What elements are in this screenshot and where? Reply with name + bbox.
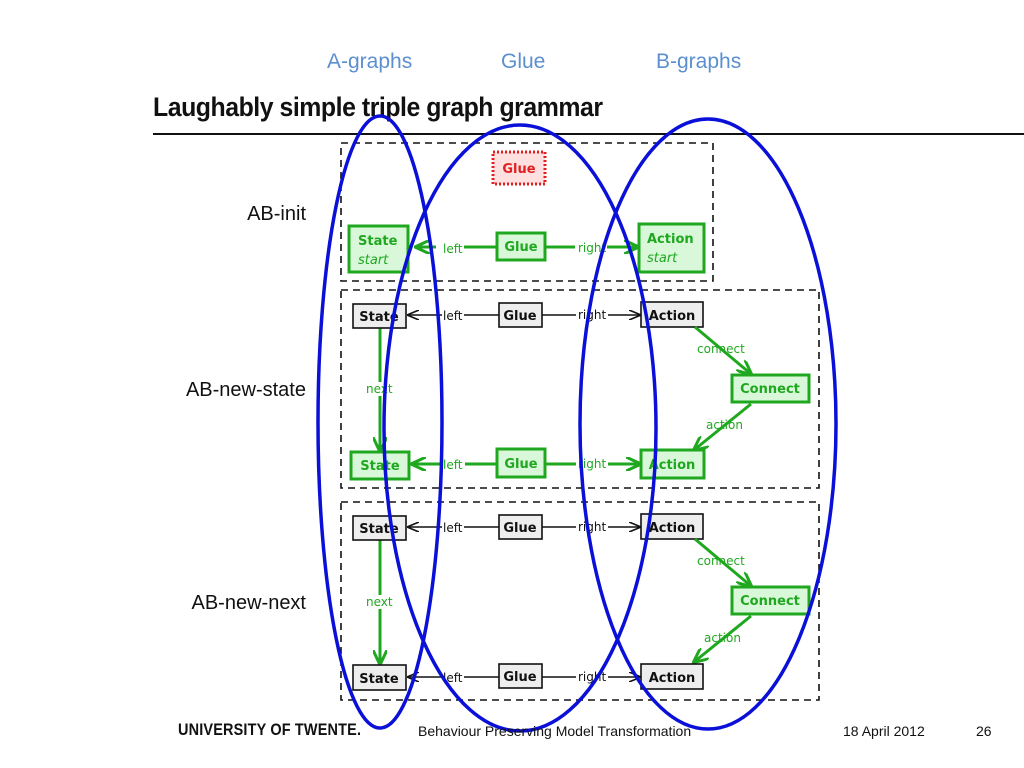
- header-b-graphs: B-graphs: [656, 50, 742, 73]
- edge-label-connect: connect: [697, 342, 745, 356]
- rule-label-ab-new-state: AB-new-state: [185, 379, 306, 401]
- state-start-node: [347, 224, 410, 274]
- ellipse-a-graphs: [316, 114, 444, 730]
- rule-label-ab-new-next: AB-new-next: [191, 592, 307, 614]
- edge-label-right: right: [578, 520, 606, 534]
- action-node-label: Action: [649, 458, 696, 473]
- state-node-label: State: [358, 234, 398, 249]
- edge-label-right: right: [578, 308, 606, 322]
- footer-course: Behaviour Preserving Model Transformatio…: [418, 723, 692, 739]
- glue-node: [495, 231, 547, 262]
- new-action-node: [639, 448, 706, 480]
- edge-connect-ns: [694, 325, 751, 374]
- rule-box-ab-new-state: [340, 289, 820, 489]
- footer-page-number: 26: [976, 723, 992, 739]
- state-start-flag: start: [358, 253, 389, 268]
- rule-label-ab-init: AB-init: [247, 203, 306, 225]
- glue-node-label: Glue: [503, 521, 536, 536]
- edge-label-left: left: [443, 671, 463, 685]
- action-node: [640, 301, 704, 328]
- edge-connect-nn: [694, 537, 751, 586]
- nac-glue-label: Glue: [502, 162, 535, 177]
- edge-label-action: action: [706, 418, 743, 432]
- new-glue-node: [495, 447, 547, 479]
- new-state-node: [349, 450, 411, 481]
- glue-node: [498, 663, 543, 689]
- glue-node-label: Glue: [504, 240, 537, 255]
- header-glue: Glue: [501, 50, 546, 73]
- edge-action-ns: [694, 402, 752, 450]
- state-node: [352, 303, 407, 329]
- nac-glue-node: [491, 150, 547, 186]
- action-node-label: Action: [647, 232, 694, 247]
- state-node-label: State: [360, 459, 400, 474]
- edge-label-action: action: [704, 631, 741, 645]
- edge-label-left: left: [443, 521, 463, 535]
- footer-date: 18 April 2012: [843, 723, 925, 739]
- connect-node: [730, 373, 811, 404]
- connect-node-label: Connect: [740, 382, 800, 397]
- connect-node: [730, 585, 811, 616]
- action-node-label: Action: [649, 671, 696, 686]
- action-start-node: [637, 222, 706, 274]
- glue-node: [498, 302, 543, 328]
- action-start-flag: start: [647, 251, 678, 266]
- edge-label-left: left: [443, 242, 463, 256]
- edge-label-right: right: [578, 457, 606, 471]
- edge-label-left: left: [443, 458, 463, 472]
- edge-label-right: right: [578, 241, 606, 255]
- state-node: [352, 515, 407, 541]
- university-logo: UNIVERSITY OF TWENTE.: [178, 720, 362, 739]
- action-node-label: Action: [649, 521, 696, 536]
- ellipse-glue: [382, 123, 658, 733]
- edge-label-left: left: [443, 309, 463, 323]
- action-node-label: Action: [649, 309, 696, 324]
- edge-label-next: next: [366, 382, 393, 396]
- edge-label-connect: connect: [697, 554, 745, 568]
- state-node: [352, 664, 407, 691]
- connect-node-label: Connect: [740, 594, 800, 609]
- action-node: [640, 663, 704, 690]
- title-rule: [153, 133, 1024, 135]
- state-node-label: State: [359, 522, 399, 537]
- glue-node-label: Glue: [503, 309, 536, 324]
- glue-node-label: Glue: [504, 457, 537, 472]
- glue-node: [498, 514, 543, 540]
- state-node-label: State: [359, 310, 399, 325]
- rule-box-ab-init: [340, 142, 714, 282]
- edge-label-next: next: [366, 595, 393, 609]
- glue-node-label: Glue: [503, 670, 536, 685]
- state-node-label: State: [359, 672, 399, 687]
- ellipse-b-graphs: [578, 117, 838, 731]
- header-a-graphs: A-graphs: [327, 50, 413, 73]
- edge-action-nn: [694, 614, 752, 662]
